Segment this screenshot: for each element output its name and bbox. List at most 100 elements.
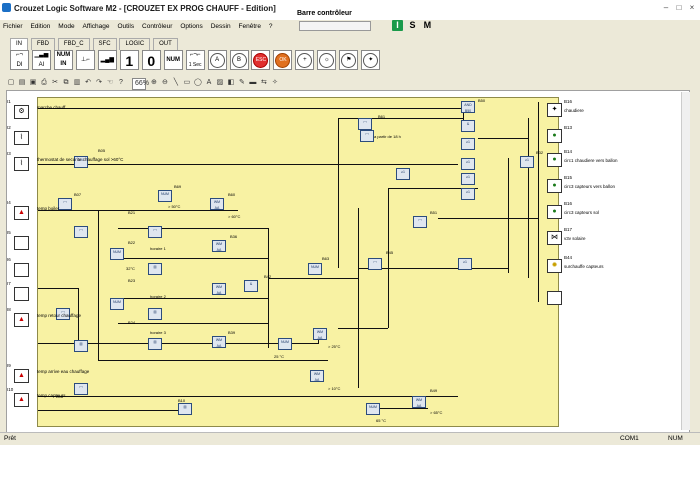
menu-item-controleur[interactable]: Contrôleur — [142, 23, 173, 30]
block-num[interactable]: NUM — [308, 263, 322, 275]
palette-digital-input[interactable]: ⌐¬DI — [10, 50, 29, 70]
controller-slider[interactable] — [299, 21, 371, 31]
undo-icon[interactable]: ↶ — [85, 79, 91, 86]
block[interactable]: ⌐¬ — [360, 130, 374, 142]
magic-tool-icon[interactable]: ✧ — [271, 79, 278, 86]
block[interactable]: ⌐¬ — [58, 198, 72, 210]
input-slot[interactable]: I8▲temp retour chauffage — [7, 307, 81, 327]
palette-clock[interactable]: ⌐¬⌐1 Sec — [185, 50, 205, 70]
zoom-out-icon[interactable]: ⊖ — [161, 79, 168, 86]
block[interactable]: ⌐¬ — [56, 308, 70, 320]
block[interactable]: ▥ — [148, 263, 162, 275]
block-num[interactable]: NUM — [110, 248, 124, 260]
rect-tool-icon[interactable]: ▭ — [183, 79, 191, 86]
block[interactable]: ≥1 — [396, 168, 410, 180]
block[interactable]: & — [244, 280, 258, 292]
block-num[interactable]: NUM — [278, 338, 292, 350]
palette-analog-input[interactable]: ▁▃▅AI — [31, 50, 51, 70]
output-slot[interactable]: ●B13 — [547, 125, 572, 143]
controller-button-i[interactable]: I — [392, 20, 403, 31]
input-slot[interactable]: I3⌇thermostat de securite chauffage sol … — [7, 151, 123, 171]
menu-item-dessin[interactable]: Dessin — [210, 23, 231, 30]
tab-fbd-c[interactable]: FBD_C — [57, 38, 90, 50]
menu-item-affichage[interactable]: Affichage — [82, 23, 110, 30]
tab-fbd[interactable]: FBD — [30, 38, 55, 50]
color-tool-icon[interactable]: ▬ — [249, 79, 257, 86]
new-icon[interactable]: ▢ — [7, 79, 15, 86]
menu-item-options[interactable]: Options — [180, 23, 203, 30]
pen-tool-icon[interactable]: ✎ — [238, 79, 245, 86]
input-slot[interactable]: I1⚙marche chauff — [7, 99, 65, 119]
line-tool-icon[interactable]: ╲ — [173, 79, 179, 86]
palette-ramp[interactable]: ▂▄▆ — [97, 50, 117, 70]
block[interactable]: ≥1 — [461, 173, 475, 185]
palette-button-b[interactable]: B — [229, 50, 249, 70]
menu-item-help[interactable]: ? — [268, 23, 273, 30]
block[interactable]: ≥1 — [461, 138, 475, 150]
block[interactable]: ⌐¬ — [148, 226, 162, 238]
block[interactable]: ⌐¬ — [74, 383, 88, 395]
input-slot[interactable]: I5 — [7, 230, 29, 250]
help-icon[interactable]: ? — [119, 79, 123, 86]
block[interactable]: & — [461, 120, 475, 132]
controller-button-m[interactable]: M — [423, 20, 432, 30]
paste-icon[interactable]: ▥ — [73, 79, 81, 86]
tab-in[interactable]: IN — [10, 38, 28, 50]
block[interactable]: ⌐¬ — [413, 216, 427, 228]
output-slot[interactable] — [547, 291, 567, 305]
cut-icon[interactable]: ✂ — [52, 79, 58, 86]
menu-item-edition[interactable]: Edition — [30, 23, 51, 30]
save-icon[interactable]: ▣ — [29, 79, 37, 86]
palette-num-input[interactable]: NUM IN — [53, 50, 73, 70]
block[interactable]: ▥ — [148, 308, 162, 320]
input-slot[interactable]: I10▲temp capteurs — [7, 387, 66, 407]
block[interactable]: ≥1 — [461, 158, 475, 170]
maximize-icon[interactable]: □ — [676, 3, 682, 12]
block[interactable]: ⌐¬ — [368, 258, 382, 270]
palette-filter[interactable]: ⊥⌐ — [75, 50, 95, 70]
tab-logic[interactable]: LOGIC — [119, 38, 151, 50]
block[interactable]: ≥1 — [461, 188, 475, 200]
palette-constant-0[interactable]: 0 — [141, 50, 161, 70]
close-icon[interactable]: × — [689, 3, 695, 12]
controller-button-s[interactable]: S — [409, 20, 416, 30]
block[interactable]: ▥ — [148, 338, 162, 350]
block[interactable]: ≥1 — [458, 258, 472, 270]
input-slot[interactable]: I2⌇ — [7, 125, 29, 145]
palette-button-plus[interactable]: + — [295, 50, 315, 70]
input-slot[interactable]: I7 — [7, 281, 29, 301]
block[interactable]: ⌐¬ — [74, 226, 88, 238]
block[interactable]: ≥1 — [520, 156, 534, 168]
menu-item-fenetre[interactable]: Fenêtre — [238, 23, 261, 30]
input-slot[interactable]: I6 — [7, 257, 29, 277]
minimize-icon[interactable]: – — [663, 3, 669, 12]
text-tool-icon[interactable]: A — [206, 79, 212, 86]
block-timer[interactable]: ⌐¬ — [358, 118, 372, 130]
input-slot[interactable]: I4▲temp boiler — [7, 200, 59, 220]
tab-out[interactable]: OUT — [153, 38, 178, 50]
block[interactable]: ▥ — [74, 340, 88, 352]
hand-icon[interactable]: ☜ — [106, 79, 114, 86]
block-green[interactable]: ▥ — [178, 403, 192, 415]
palette-constant-1[interactable]: 1 — [119, 50, 139, 70]
open-icon[interactable]: ▤ — [18, 79, 26, 86]
input-slot[interactable]: I9▲temp arrive eau chauffage — [7, 363, 89, 383]
block-num[interactable]: NUM — [110, 298, 124, 310]
menu-item-outils[interactable]: Outils — [117, 23, 135, 30]
copy-icon[interactable]: ⧉ — [63, 79, 69, 86]
palette-button-a[interactable]: A — [207, 50, 227, 70]
image-tool-icon[interactable]: ▨ — [216, 79, 224, 86]
block-num[interactable]: NUM — [366, 403, 380, 415]
